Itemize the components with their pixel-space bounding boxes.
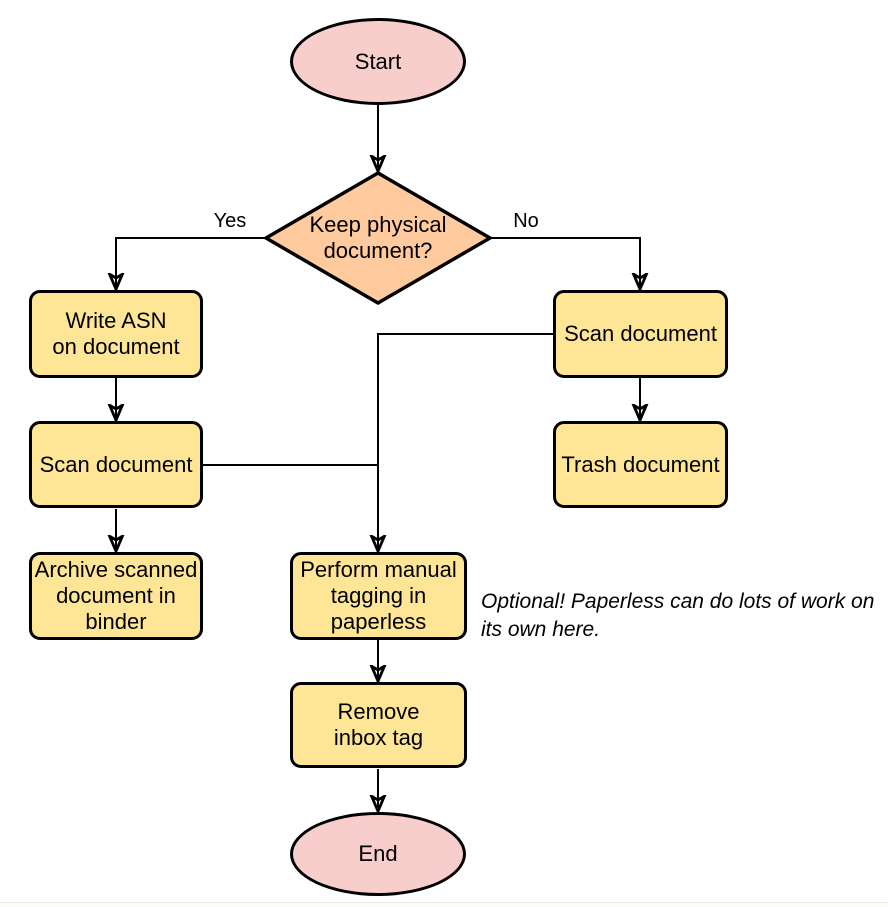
node-scan-document-left: Scan document xyxy=(29,421,203,508)
node-remove-inbox-tag: Remove inbox tag xyxy=(290,682,467,768)
edge-decision-yes-to-write-asn xyxy=(116,237,265,287)
page-bottom-edge xyxy=(0,902,888,907)
node-start: Start xyxy=(290,18,466,105)
node-decision-keep-physical-document: Keep physical document? xyxy=(263,170,493,306)
node-end-label: End xyxy=(358,841,398,866)
edge-label-no: No xyxy=(505,210,547,232)
node-archive-scanned-document: Archive scanned document in binder xyxy=(29,552,203,640)
node-decision-label: Keep physical document? xyxy=(309,212,447,263)
node-trash-document: Trash document xyxy=(553,421,728,508)
edge-decision-no-to-scan-right xyxy=(491,237,640,287)
node-start-label: Start xyxy=(354,48,402,74)
decision-diamond-shape xyxy=(263,170,493,306)
edge-label-yes: Yes xyxy=(206,210,254,232)
node-scan-document-right: Scan document xyxy=(553,290,728,378)
node-write-asn-on-document: Write ASN on document xyxy=(29,290,203,378)
node-end: End xyxy=(290,812,466,896)
optional-note: Optional! Paperless can do lots of work … xyxy=(481,590,875,641)
edge-scan-right-to-manual-tagging xyxy=(378,333,553,549)
node-perform-manual-tagging: Perform manual tagging in paperless xyxy=(290,552,467,640)
